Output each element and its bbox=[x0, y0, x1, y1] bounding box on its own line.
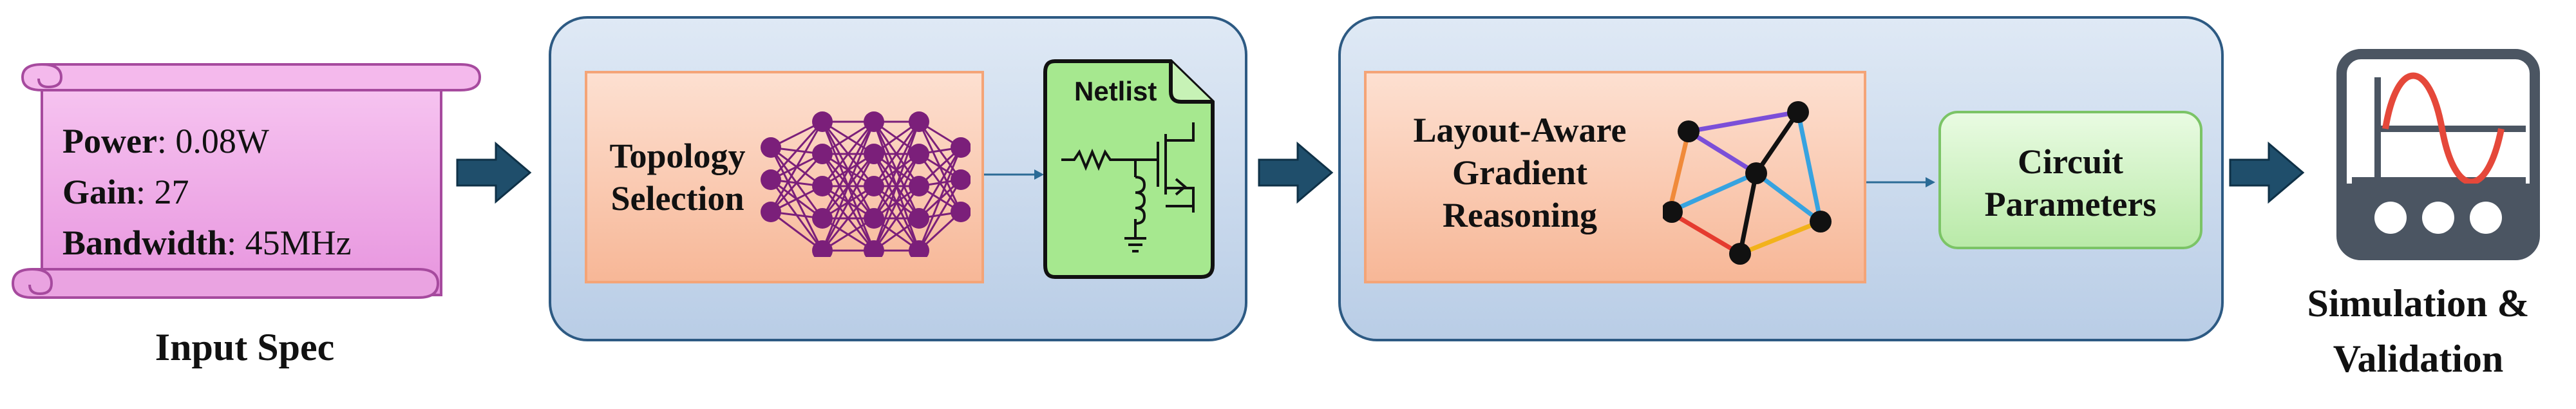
simulation-monitor-icon bbox=[2336, 49, 2540, 260]
nn-node bbox=[951, 202, 971, 222]
nn-edge bbox=[821, 185, 875, 251]
nn-node bbox=[909, 111, 929, 132]
spec-power-value: : 0.08W bbox=[156, 122, 269, 160]
topology-selection-label: Topology Selection bbox=[609, 137, 746, 218]
connector-arrow-2 bbox=[1866, 177, 1935, 187]
input-spec-scroll bbox=[11, 63, 482, 299]
nn-edge bbox=[873, 121, 920, 187]
simulation-caption-line2: Validation bbox=[2333, 338, 2504, 380]
nn-edge bbox=[821, 153, 875, 251]
nn-edge bbox=[873, 185, 920, 251]
flow-arrow-1 bbox=[456, 141, 532, 204]
spec-power-label: Power bbox=[62, 122, 157, 160]
spec-gain-line: Gain: 27 bbox=[62, 167, 423, 218]
nn-edge bbox=[770, 121, 824, 213]
nn-edge bbox=[918, 147, 962, 251]
nn-node bbox=[864, 144, 884, 164]
simulation-caption-line1: Simulation & bbox=[2307, 282, 2530, 325]
topology-selection-box: Topology Selection bbox=[585, 71, 984, 283]
netlist-document bbox=[1043, 59, 1215, 279]
nn-node bbox=[864, 208, 884, 229]
nn-edge bbox=[918, 147, 962, 219]
nn-edge bbox=[821, 121, 875, 219]
spec-bandwidth-value: : 45MHz bbox=[227, 224, 352, 262]
nn-edge bbox=[821, 121, 875, 251]
nn-node bbox=[864, 111, 884, 132]
simulation-caption: Simulation & Validation bbox=[2267, 276, 2570, 386]
nn-node bbox=[864, 240, 884, 257]
flow-arrow-2 bbox=[1258, 141, 1334, 204]
nn-node bbox=[909, 176, 929, 196]
spec-gain-label: Gain bbox=[62, 173, 137, 211]
nn-node bbox=[812, 176, 833, 196]
nn-node bbox=[812, 240, 833, 257]
nn-edge bbox=[770, 153, 824, 213]
netlist-label: Netlist bbox=[1074, 76, 1157, 106]
gradient-reasoning-label: Layout-Aware Gradient Reasoning bbox=[1413, 111, 1627, 234]
nn-node bbox=[761, 202, 781, 222]
spec-power-line: Power: 0.08W bbox=[62, 116, 423, 167]
nn-node bbox=[812, 111, 833, 132]
nn-node bbox=[812, 144, 833, 164]
flow-arrow-3 bbox=[2229, 141, 2305, 204]
spec-gain-value: : 27 bbox=[136, 173, 189, 211]
nn-node bbox=[951, 137, 971, 158]
spec-bandwidth-line: Bandwidth: 45MHz bbox=[62, 218, 423, 269]
nn-edge bbox=[770, 211, 823, 252]
gradient-reasoning-box: Layout-Aware Gradient Reasoning bbox=[1364, 71, 1866, 283]
circuit-parameters-box: Circuit Parameters bbox=[1938, 111, 2202, 249]
nn-edge bbox=[918, 179, 962, 251]
nn-node bbox=[951, 169, 971, 190]
nn-node bbox=[909, 144, 929, 164]
nn-node bbox=[909, 240, 929, 257]
input-spec-text: Power: 0.08W Gain: 27 Bandwidth: 45MHz bbox=[62, 116, 423, 269]
graph-network-icon bbox=[1663, 101, 1832, 265]
nn-edge bbox=[770, 121, 824, 180]
circuit-parameters-label: Circuit Parameters bbox=[1984, 142, 2157, 224]
nn-edge bbox=[821, 121, 875, 187]
nn-node bbox=[761, 137, 781, 158]
nn-node bbox=[761, 169, 781, 190]
input-spec-caption: Input Spec bbox=[155, 326, 335, 368]
connector-arrow-1 bbox=[984, 169, 1044, 180]
nn-node bbox=[864, 176, 884, 196]
neural-network-icon bbox=[761, 111, 971, 257]
nn-node bbox=[812, 208, 833, 229]
nn-edge bbox=[873, 153, 920, 251]
nn-edge bbox=[873, 121, 920, 219]
nn-node bbox=[909, 208, 929, 229]
spec-bandwidth-label: Bandwidth bbox=[62, 224, 227, 262]
nn-edge bbox=[873, 121, 920, 251]
